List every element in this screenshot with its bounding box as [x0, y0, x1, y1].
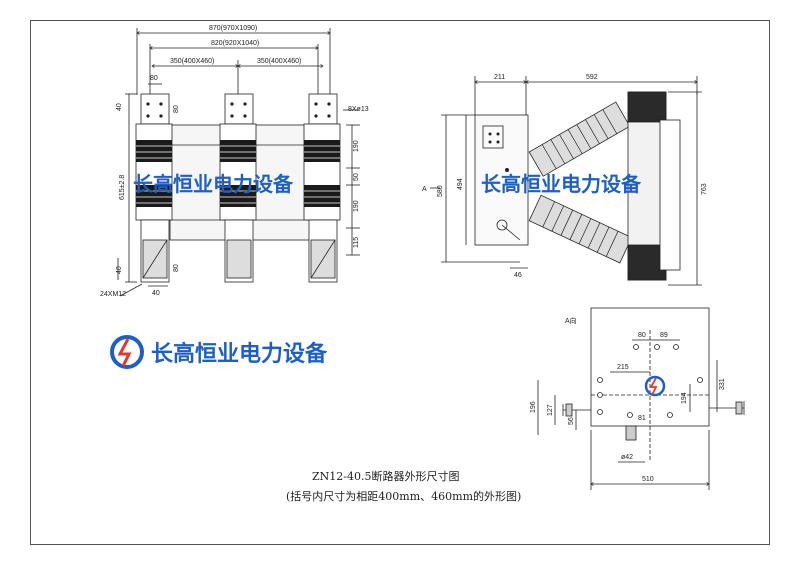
dim-base-80: 80	[638, 332, 646, 339]
dim-bolts: 24XM12	[100, 291, 126, 298]
dim-592: 592	[586, 74, 598, 81]
dim-base-510: 510	[642, 476, 654, 483]
dim-total-width: 870(970X1090)	[209, 25, 257, 32]
label-a: A	[422, 186, 427, 193]
dim-190b: 190	[353, 200, 360, 212]
side-view	[430, 76, 702, 286]
dim-494: 494	[457, 178, 464, 190]
dim-50: 50	[353, 173, 360, 181]
dim-46: 46	[514, 272, 522, 279]
dim-left-pitch: 350(400X460)	[170, 58, 214, 65]
dim-bot-40: 40	[116, 266, 123, 274]
dim-base-89: 89	[660, 332, 668, 339]
dim-190a: 190	[353, 140, 360, 152]
dim-base-81: 81	[638, 415, 646, 422]
dim-side-615: 615±2.8	[119, 175, 126, 200]
base-view	[537, 307, 745, 490]
dim-763: 763	[701, 183, 708, 195]
caption-title: ZN12-40.5断路器外形尺寸图	[312, 469, 459, 483]
dim-base-127: 127	[547, 404, 554, 416]
drawing-frame	[30, 20, 770, 545]
dim-pole-width: 820(920X1040)	[211, 40, 259, 47]
dim-115: 115	[353, 237, 360, 248]
dim-top-40: 40	[116, 103, 123, 111]
front-view-dims: 870(970X1090) 820(920X1040) 350(400X460)…	[100, 25, 369, 298]
base-view-dims: A向 80 89 215 331 196 127 56 81 194 ø42 5…	[530, 316, 726, 483]
dim-top-80b: 80	[173, 105, 180, 113]
dim-580: 580	[437, 185, 444, 197]
company-logo: 长高恒业电力设备	[110, 335, 328, 369]
watermark-front: 长高恒业电力设备	[133, 172, 294, 196]
watermark-side: 长高恒业电力设备	[481, 172, 642, 196]
dim-211: 211	[494, 74, 505, 81]
dim-base-196: 196	[530, 401, 537, 413]
dim-base-215: 215	[617, 364, 629, 371]
caption-note: (括号内尺寸为相距400mm、460mm的外形图)	[286, 489, 521, 503]
base-label: A向	[565, 316, 577, 325]
logo-icon	[110, 335, 144, 369]
dim-base-56: 56	[568, 417, 575, 425]
dim-base-194: 194	[681, 392, 688, 404]
dim-top-80: 80	[150, 75, 158, 82]
dim-base-42: ø42	[621, 454, 633, 461]
front-view	[117, 28, 360, 297]
dim-bot-40b: 40	[152, 290, 160, 297]
base-logo-icon	[644, 375, 666, 397]
dim-bot-80: 80	[173, 264, 180, 272]
logo-text: 长高恒业电力设备	[151, 341, 328, 367]
dim-base-331: 331	[719, 378, 726, 390]
dim-right-pitch: 350(400X460)	[257, 58, 301, 65]
dim-holes: 8Xø13	[348, 106, 369, 113]
side-view-dims: 211 592 580 494 763 46 A	[422, 74, 708, 279]
